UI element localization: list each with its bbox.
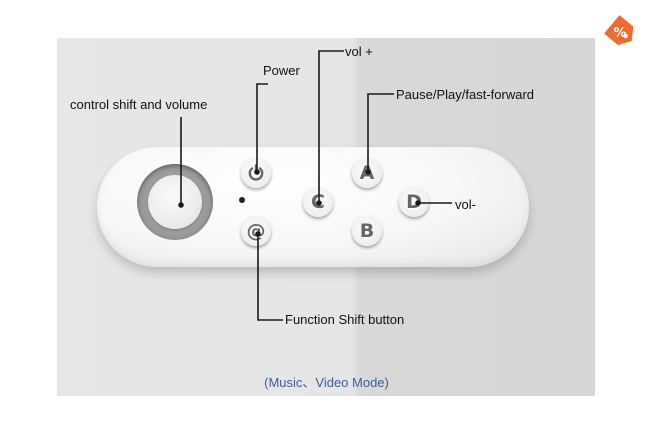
joystick-cap xyxy=(148,175,202,229)
label-vol-plus: vol + xyxy=(345,44,373,59)
label-control-shift: control shift and volume xyxy=(70,97,208,112)
tag-symbol: % xyxy=(613,26,626,41)
label-function-shift: Function Shift button xyxy=(285,312,405,327)
label-power: Power xyxy=(263,63,300,78)
button-b: B xyxy=(352,216,382,246)
button-d: D xyxy=(399,187,429,217)
label-pause-play: Pause/Play/fast-forward xyxy=(396,87,535,102)
discount-tag-icon: % xyxy=(604,15,634,46)
mode-caption: (Music、Video Mode) xyxy=(264,375,389,390)
button-at: @ xyxy=(241,216,271,246)
label-vol-minus: vol- xyxy=(455,197,476,212)
indicator-dot xyxy=(239,197,245,203)
